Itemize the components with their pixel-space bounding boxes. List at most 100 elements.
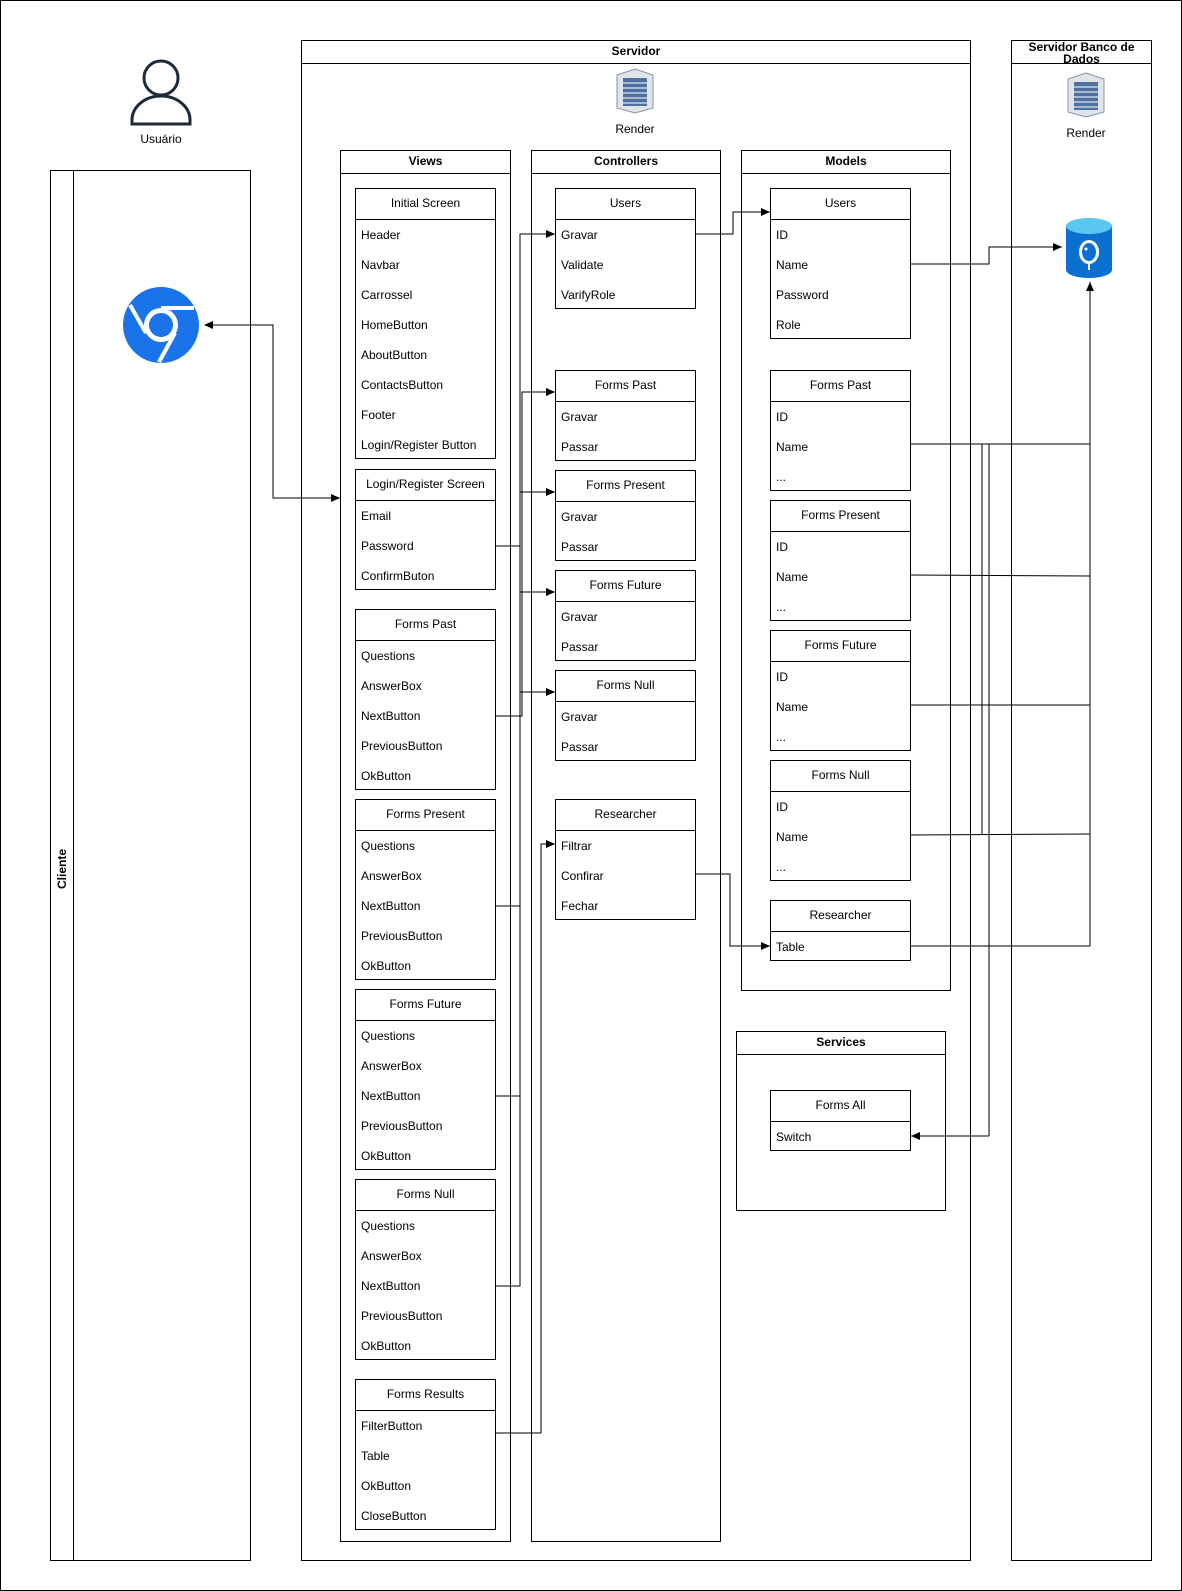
server-title: Servidor — [302, 41, 970, 64]
class-controller-forms-null: Forms Null Gravar Passar — [555, 670, 696, 761]
class-item: FilterButton — [361, 1419, 423, 1433]
class-item: Confirar — [561, 869, 604, 883]
user-label: Usuário — [140, 132, 182, 146]
class-title: Forms Null — [556, 671, 695, 702]
class-item: Gravar — [561, 510, 598, 524]
controllers-title: Controllers — [532, 151, 720, 174]
class-item: Gravar — [561, 228, 598, 242]
class-item: ID — [776, 670, 788, 684]
class-item: Password — [361, 539, 414, 553]
class-title: Initial Screen — [356, 189, 495, 220]
services-container: Services — [736, 1031, 946, 1211]
class-item: OkButton — [361, 1479, 412, 1493]
class-title: Forms All — [771, 1091, 910, 1122]
class-item: Email — [361, 509, 392, 523]
server-rack-icon — [615, 68, 655, 114]
class-model-users: Users ID Name Password Role — [770, 188, 911, 339]
class-item: VarifyRole — [561, 288, 616, 302]
db-server-rack-icon — [1066, 72, 1106, 118]
class-item: Filtrar — [561, 839, 592, 853]
models-container: Models — [741, 150, 951, 991]
class-item: Gravar — [561, 610, 598, 624]
class-item: Gravar — [561, 710, 598, 724]
views-title: Views — [341, 151, 510, 174]
postgresql-database-icon — [1064, 216, 1114, 280]
class-item: Questions — [361, 1029, 416, 1043]
class-item: ... — [776, 860, 787, 874]
class-title: Forms Future — [556, 571, 695, 602]
client-lane — [50, 170, 251, 1561]
class-item: NextButton — [361, 1279, 421, 1293]
class-item: Table — [361, 1449, 390, 1463]
class-item: NextButton — [361, 899, 421, 913]
class-item: NextButton — [361, 1089, 421, 1103]
class-item: Passar — [561, 540, 599, 554]
class-view-forms-past: Forms Past Questions AnswerBox NextButto… — [355, 609, 496, 790]
class-item: Login/Register Button — [361, 438, 477, 452]
class-item: AnswerBox — [361, 1249, 422, 1263]
class-item: Questions — [361, 1219, 416, 1233]
class-title: Login/Register Screen — [356, 470, 495, 501]
class-title: Researcher — [556, 800, 695, 831]
server-container: Servidor — [301, 40, 971, 1561]
class-controller-researcher: Researcher Filtrar Confirar Fechar — [555, 799, 696, 920]
class-item: ID — [776, 228, 788, 242]
class-item: Validate — [561, 258, 604, 272]
class-item: ID — [776, 410, 788, 424]
class-login-register-screen: Login/Register Screen Email Password Con… — [355, 469, 496, 590]
class-item: Role — [776, 318, 801, 332]
class-item: ConfirmButon — [361, 569, 435, 583]
client-lane-title: Cliente — [55, 849, 69, 890]
class-view-forms-present: Forms Present Questions AnswerBox NextBu… — [355, 799, 496, 980]
class-item: ... — [776, 730, 787, 744]
class-title: Forms Future — [356, 990, 495, 1021]
db-server-title: Servidor Banco de Dados — [1012, 41, 1151, 64]
class-service-forms-all: Forms All Switch — [770, 1090, 911, 1151]
class-controller-forms-present: Forms Present Gravar Passar — [555, 470, 696, 561]
class-item: PreviousButton — [361, 1119, 443, 1133]
class-item: PreviousButton — [361, 929, 443, 943]
chrome-browser-icon — [122, 286, 200, 364]
class-item: Navbar — [361, 258, 400, 272]
class-item: Passar — [561, 740, 599, 754]
class-item: AnswerBox — [361, 679, 422, 693]
class-title: Forms Present — [356, 800, 495, 831]
class-item: Header — [361, 228, 401, 242]
class-item: Passar — [561, 440, 599, 454]
class-model-forms-past: Forms Past ID Name ... — [770, 370, 911, 491]
class-model-forms-present: Forms Present ID Name ... — [770, 500, 911, 621]
db-host-label: Render — [1066, 126, 1106, 140]
class-item: ContactsButton — [361, 378, 444, 392]
class-title: Forms Past — [556, 371, 695, 402]
class-view-forms-future: Forms Future Questions AnswerBox NextBut… — [355, 989, 496, 1170]
class-item: Switch — [776, 1130, 812, 1144]
server-host-label: Render — [615, 122, 655, 136]
services-title: Services — [737, 1032, 945, 1055]
class-model-forms-null: Forms Null ID Name ... — [770, 760, 911, 881]
class-item: OkButton — [361, 959, 412, 973]
class-controller-users: Users Gravar Validate VarifyRole — [555, 188, 696, 309]
class-item: Table — [776, 940, 805, 954]
class-view-forms-null: Forms Null Questions AnswerBox NextButto… — [355, 1179, 496, 1360]
class-item: AboutButton — [361, 348, 428, 362]
class-item: Name — [776, 830, 809, 844]
user-icon — [130, 58, 192, 126]
class-item: Passar — [561, 640, 599, 654]
class-item: OkButton — [361, 1339, 412, 1353]
class-item: ID — [776, 800, 788, 814]
class-title: Researcher — [771, 901, 910, 932]
class-item: PreviousButton — [361, 1309, 443, 1323]
class-item: Footer — [361, 408, 396, 422]
class-item: Password — [776, 288, 829, 302]
class-title: Forms Present — [556, 471, 695, 502]
class-title: Users — [556, 189, 695, 220]
class-item: HomeButton — [361, 318, 428, 332]
class-item: Name — [776, 700, 809, 714]
class-item: ... — [776, 470, 787, 484]
db-server-container: Servidor Banco de Dados — [1011, 40, 1152, 1561]
class-title: Forms Past — [771, 371, 910, 402]
class-item: Questions — [361, 839, 416, 853]
class-item: Carrossel — [361, 288, 413, 302]
models-title: Models — [742, 151, 950, 174]
class-item: ID — [776, 540, 788, 554]
